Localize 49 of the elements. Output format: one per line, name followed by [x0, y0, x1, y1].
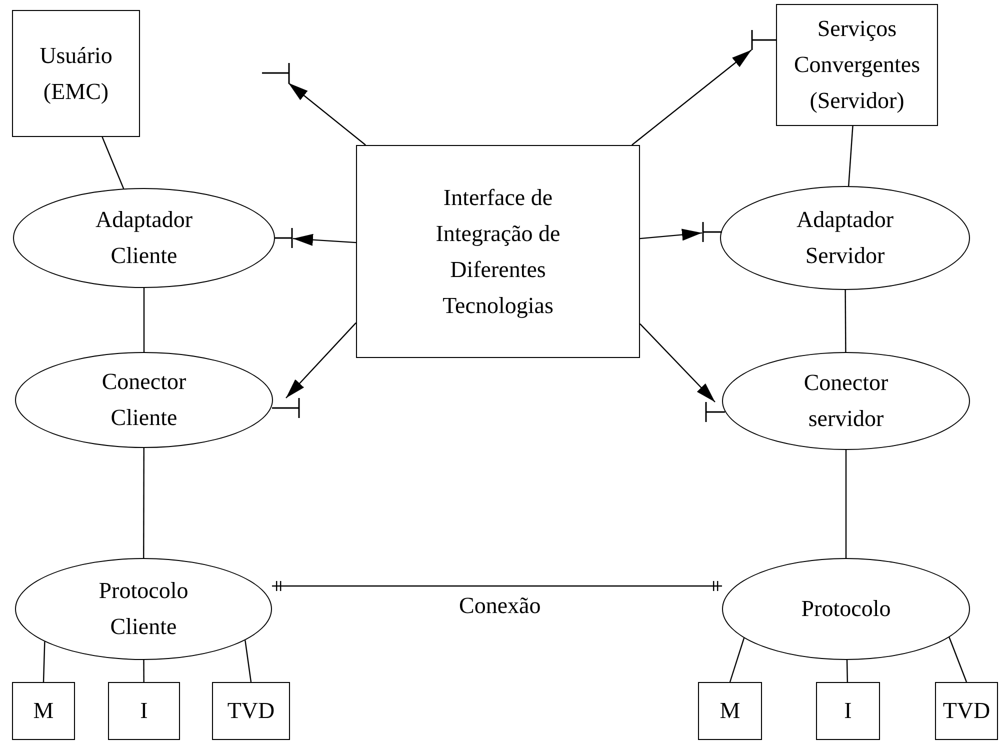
arrow — [292, 234, 356, 246]
node-label: Interface de Integração de Diferentes Tecnologias — [434, 184, 562, 320]
connector-line — [143, 288, 145, 352]
arrow — [640, 323, 716, 402]
connector-line — [102, 136, 124, 189]
node-label: I — [139, 697, 149, 725]
process-box — [776, 4, 938, 126]
process-box — [12, 10, 140, 137]
interface-port-symbol — [272, 398, 300, 418]
node-label: Conector Cliente — [100, 368, 188, 432]
connector-line — [948, 637, 968, 682]
connector-line — [272, 581, 722, 591]
connector-line — [729, 638, 745, 682]
process-box — [212, 682, 290, 740]
node-label: M — [718, 697, 742, 725]
node-label: TVD — [226, 697, 276, 725]
connector-line — [244, 640, 252, 682]
process-box — [356, 145, 640, 358]
process-box — [816, 682, 880, 740]
node-label: Serviços Convergentes (Servidor) — [792, 15, 922, 115]
process-box — [12, 682, 75, 740]
interface-port-symbol — [262, 63, 290, 83]
node-label: M — [32, 697, 55, 725]
node-label: Conector servidor — [802, 369, 890, 433]
node-label: TVD — [942, 697, 992, 725]
node-label: Protocolo — [800, 595, 892, 623]
interface-port-symbol — [702, 222, 722, 242]
node-label: Adaptador Cliente — [94, 206, 194, 270]
connector-line — [845, 450, 847, 558]
process-box — [108, 682, 180, 740]
node-label: Protocolo Cliente — [98, 577, 190, 641]
arrow — [632, 50, 752, 146]
connector-line — [844, 290, 846, 352]
connector-line — [143, 660, 144, 682]
connector-line — [143, 448, 144, 558]
interface-port-symbol — [275, 228, 293, 248]
arrow — [288, 82, 366, 146]
arrow — [286, 322, 356, 398]
node-label: I — [843, 697, 853, 725]
interface-port-symbol — [705, 402, 725, 422]
connector-line — [848, 126, 854, 186]
node-label: Usuário (EMC) — [38, 42, 114, 106]
node-label: Adaptador Servidor — [795, 206, 895, 270]
interface-port-symbol — [751, 30, 777, 50]
process-box — [698, 682, 762, 740]
process-box — [935, 682, 998, 740]
connector-line — [846, 660, 848, 682]
arrow — [640, 228, 702, 241]
connector-line — [42, 642, 46, 682]
